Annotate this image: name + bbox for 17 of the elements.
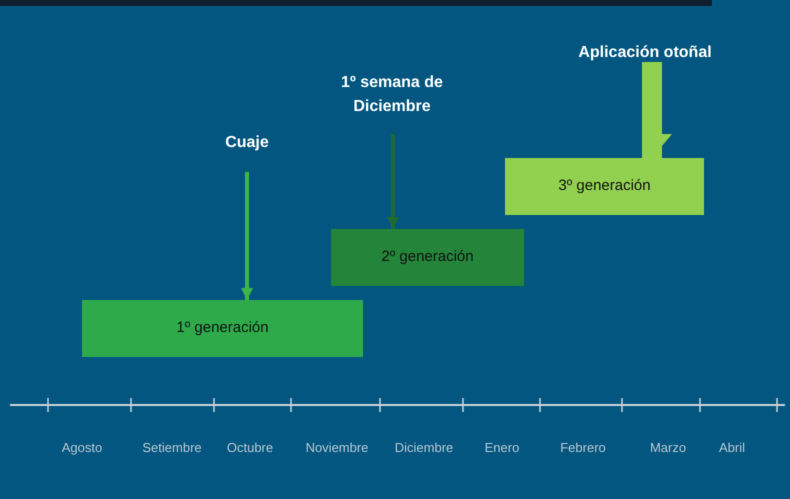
month-label: Enero xyxy=(484,439,520,457)
month-label: Marzo xyxy=(648,439,688,457)
month-label: Agosto xyxy=(60,439,104,457)
month-label: Noviembre xyxy=(304,439,370,457)
event-label: Aplicación otoñal xyxy=(550,40,740,66)
arrow xyxy=(387,134,399,229)
event-label: Cuaje xyxy=(207,130,287,156)
month-label: Octubre xyxy=(226,439,274,457)
month-label: Setiembre xyxy=(141,439,203,457)
arrow xyxy=(241,172,253,300)
event-label: 1º semana de Diciembre xyxy=(312,72,472,118)
generation-bar: 2º generación xyxy=(331,229,524,286)
generation-bar: 3º generación xyxy=(505,158,704,215)
month-label: Febrero xyxy=(559,439,607,457)
month-label: Diciembre xyxy=(394,439,454,457)
generation-bar: 1º generación xyxy=(82,300,363,357)
month-label: Abril xyxy=(718,439,746,457)
